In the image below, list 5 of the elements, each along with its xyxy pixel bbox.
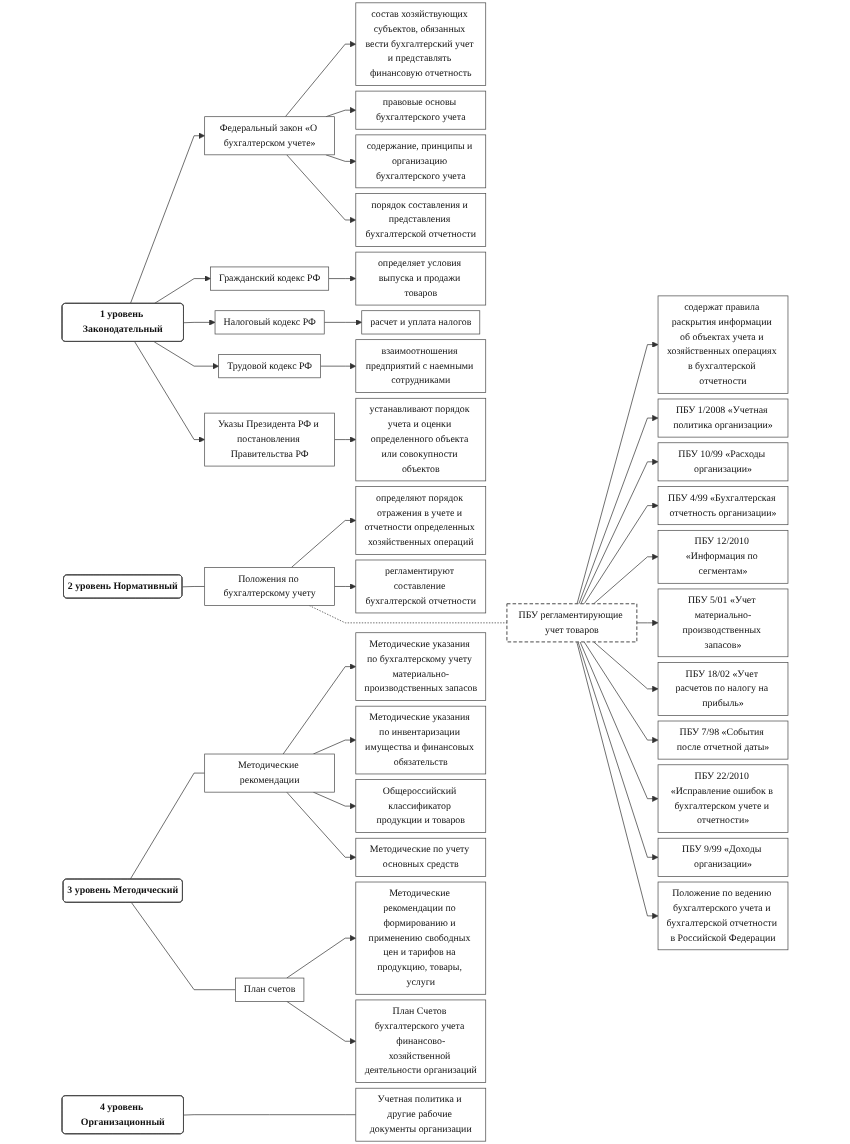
connector [131, 902, 236, 991]
connector [183, 1114, 357, 1116]
connector [308, 605, 508, 624]
connector [129, 772, 206, 880]
connector [182, 586, 206, 588]
